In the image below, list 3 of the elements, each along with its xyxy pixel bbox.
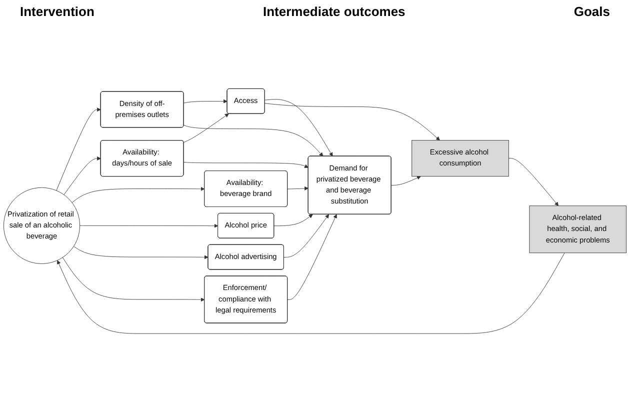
column-heading: Intervention — [20, 4, 94, 19]
column-heading: Goals — [574, 4, 610, 19]
column-heading: Intermediate outcomes — [262, 4, 406, 19]
